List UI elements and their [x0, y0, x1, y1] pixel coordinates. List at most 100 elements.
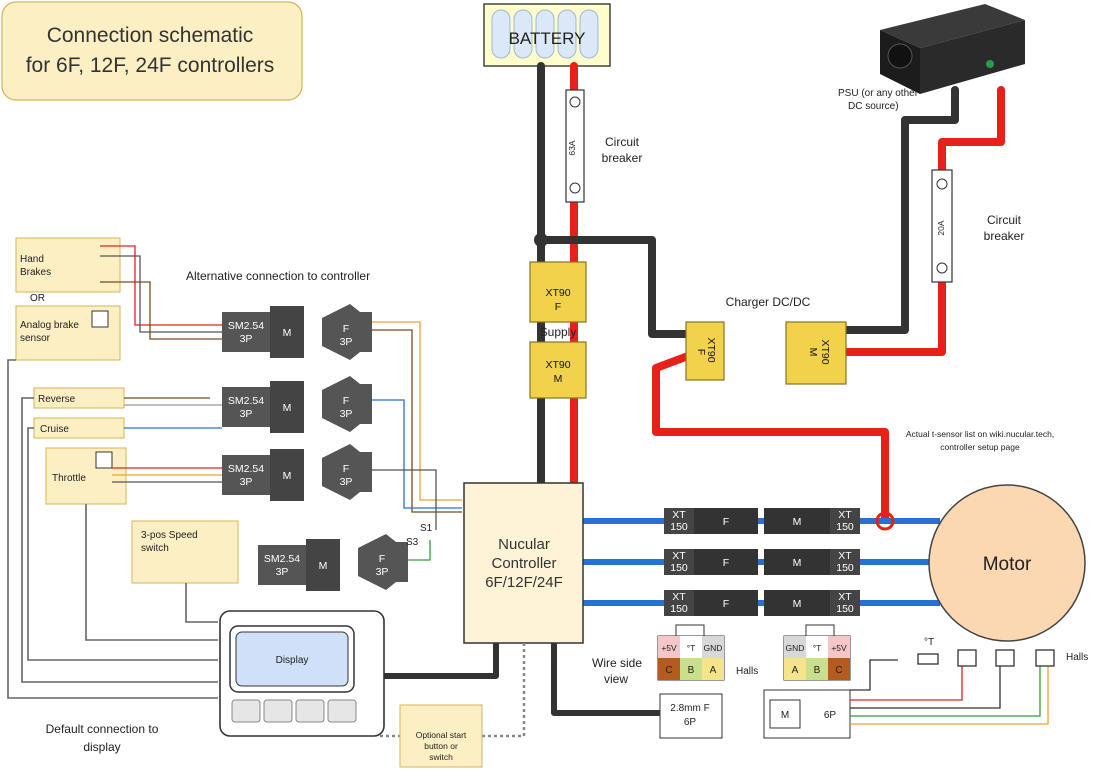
wire-side-line2: view — [604, 672, 628, 686]
sm-female-row3-line1: F — [343, 463, 349, 475]
motor-m-label: M — [781, 710, 789, 721]
hall-left-bottom-pin-2: A — [710, 665, 717, 676]
xt150-f-xt-row2: XT — [672, 550, 686, 562]
sm-row3-male: M — [283, 470, 292, 482]
hall-left-bottom-pin-0: C — [665, 665, 672, 676]
halls-label-right: Halls — [1066, 652, 1088, 663]
halls-label-left: Halls — [736, 666, 758, 677]
display: Display Default connection to display — [46, 610, 385, 754]
controller-line3: 6F/12F/24F — [485, 574, 563, 591]
temp-label: °T — [924, 637, 934, 648]
motor-label: Motor — [983, 554, 1032, 575]
supply-xt-m-line1: XT90 — [545, 359, 570, 371]
cruise-label: Cruise — [40, 424, 69, 435]
xt150-f-xt-row1: XT — [672, 509, 686, 521]
hall-left-bottom-pin-1: B — [688, 665, 695, 676]
xt150-male-row1: M — [793, 516, 802, 528]
sm-connector-row-2: SM2.54 3P M — [222, 381, 304, 433]
xt150-m-150-row2: 150 — [836, 562, 854, 574]
sm-female-row2-line1: F — [343, 395, 349, 407]
xt150-f-150-row2: 150 — [670, 562, 688, 574]
junction-dot — [534, 233, 548, 247]
tsensor-marker — [875, 511, 895, 531]
psu-label-line2: DC source) — [848, 101, 899, 112]
supply-xt-f-line1: XT90 — [545, 287, 570, 299]
title-line1: Connection schematic — [47, 24, 254, 47]
start-button-line3: switch — [429, 752, 453, 762]
supply-label: Supply — [540, 325, 577, 339]
sm-row2-male: M — [283, 402, 292, 414]
psu: PSU (or any other DC source) — [838, 4, 1025, 112]
xt150-row-3 — [664, 590, 860, 616]
sm-connector-row-4: SM2.54 3P M — [258, 539, 340, 591]
sm-female-row-3: F 3P — [322, 444, 372, 500]
plug-line1: 2.8mm F — [670, 703, 709, 714]
controller-wires — [384, 643, 660, 716]
start-button-line2: button or — [424, 741, 458, 751]
phase-wires — [582, 518, 940, 606]
sm-connector-row-3: SM2.54 3P M — [222, 449, 304, 501]
charger-xt-m-line2: M — [807, 348, 819, 357]
hall-sensors: °T Halls — [850, 637, 1088, 725]
speed-switch-line1: 3-pos Speed — [141, 530, 198, 541]
xt150-female-row1: F — [723, 516, 729, 528]
supply-connectors: XT90 F Supply XT90 M — [529, 261, 587, 399]
hall-right-top-pins: GND°T+5V — [786, 643, 847, 653]
xt150-row-2 — [664, 549, 860, 575]
circuit-breaker-main: 63A Circuit breaker — [565, 89, 642, 203]
sm-row4-line2: 3P — [276, 566, 289, 578]
left-inputs: Hand Brakes OR Analog brake sensor Rever… — [15, 237, 370, 584]
charger-connectors: Charger DC/DC XT90 F XT90 M — [685, 295, 847, 385]
split-s1: S1 — [420, 523, 433, 534]
sm-female-row1-line1: F — [343, 323, 349, 335]
xt150-female-row3: F — [723, 598, 729, 610]
sm-female-row-2: F 3P — [322, 376, 372, 432]
motor-6p-label: 6P — [824, 710, 837, 721]
charger-xt-m-line1: XT90 — [819, 339, 831, 364]
title-line2: for 6F, 12F, 24F controllers — [26, 54, 275, 77]
hall-left-top-pin-0: +5V — [661, 643, 677, 653]
plug-line2: 6P — [684, 717, 697, 728]
xt150-m-xt-row1: XT — [838, 509, 852, 521]
speed-switch-line2: switch — [141, 543, 169, 554]
xt150-m-xt-row3: XT — [838, 591, 852, 603]
hall-left-top-pin-1: °T — [687, 643, 696, 653]
breaker-main-rating: 63A — [567, 140, 577, 155]
sm-female-row3-line2: 3P — [340, 476, 353, 488]
psu-label-line1: PSU (or any other — [838, 88, 919, 99]
sm-row2-line2: 3P — [240, 408, 253, 420]
sm-row3-line1: SM2.54 — [228, 463, 264, 475]
sm-row4-male: M — [319, 560, 328, 572]
tsensor-note-line2: controller setup page — [940, 442, 1020, 452]
signal-wires — [7, 245, 462, 699]
sm-row1-line2: 3P — [240, 333, 253, 345]
sm-female-row-4: F 3P — [358, 534, 408, 590]
breaker-charger-rating: 20A — [936, 220, 946, 235]
hall-right-bottom-pin-2: C — [835, 665, 842, 676]
xt150-female-row2: F — [723, 557, 729, 569]
analog-brake-line1: Analog brake — [20, 320, 79, 331]
xt150-male-row3: M — [793, 598, 802, 610]
hall-left-top-pin-2: GND — [704, 643, 723, 653]
xt150-m-150-row3: 150 — [836, 603, 854, 615]
sm-female-row1-line2: 3P — [340, 336, 353, 348]
reverse-label: Reverse — [38, 394, 76, 405]
split-s3: S3 — [406, 537, 419, 548]
tsensor-note-line1: Actual t-sensor list on wiki.nucular.tec… — [906, 429, 1054, 439]
charger-xt-f-line2: F — [695, 349, 707, 355]
xt150-m-150-row1: 150 — [836, 521, 854, 533]
sm-row4-line1: SM2.54 — [264, 553, 300, 565]
default-connection-line1: Default connection to — [46, 722, 159, 736]
sm-row1-line1: SM2.54 — [228, 320, 264, 332]
hall-right-bottom-pin-1: B — [814, 665, 821, 676]
hand-brakes-line1: Hand — [20, 254, 44, 265]
sm-row2-line1: SM2.54 — [228, 395, 264, 407]
sm-connector-row-1: SM2.54 3P M — [222, 306, 304, 358]
sm-female-row2-line2: 3P — [340, 408, 353, 420]
start-button-line1: Optional start — [416, 730, 467, 740]
